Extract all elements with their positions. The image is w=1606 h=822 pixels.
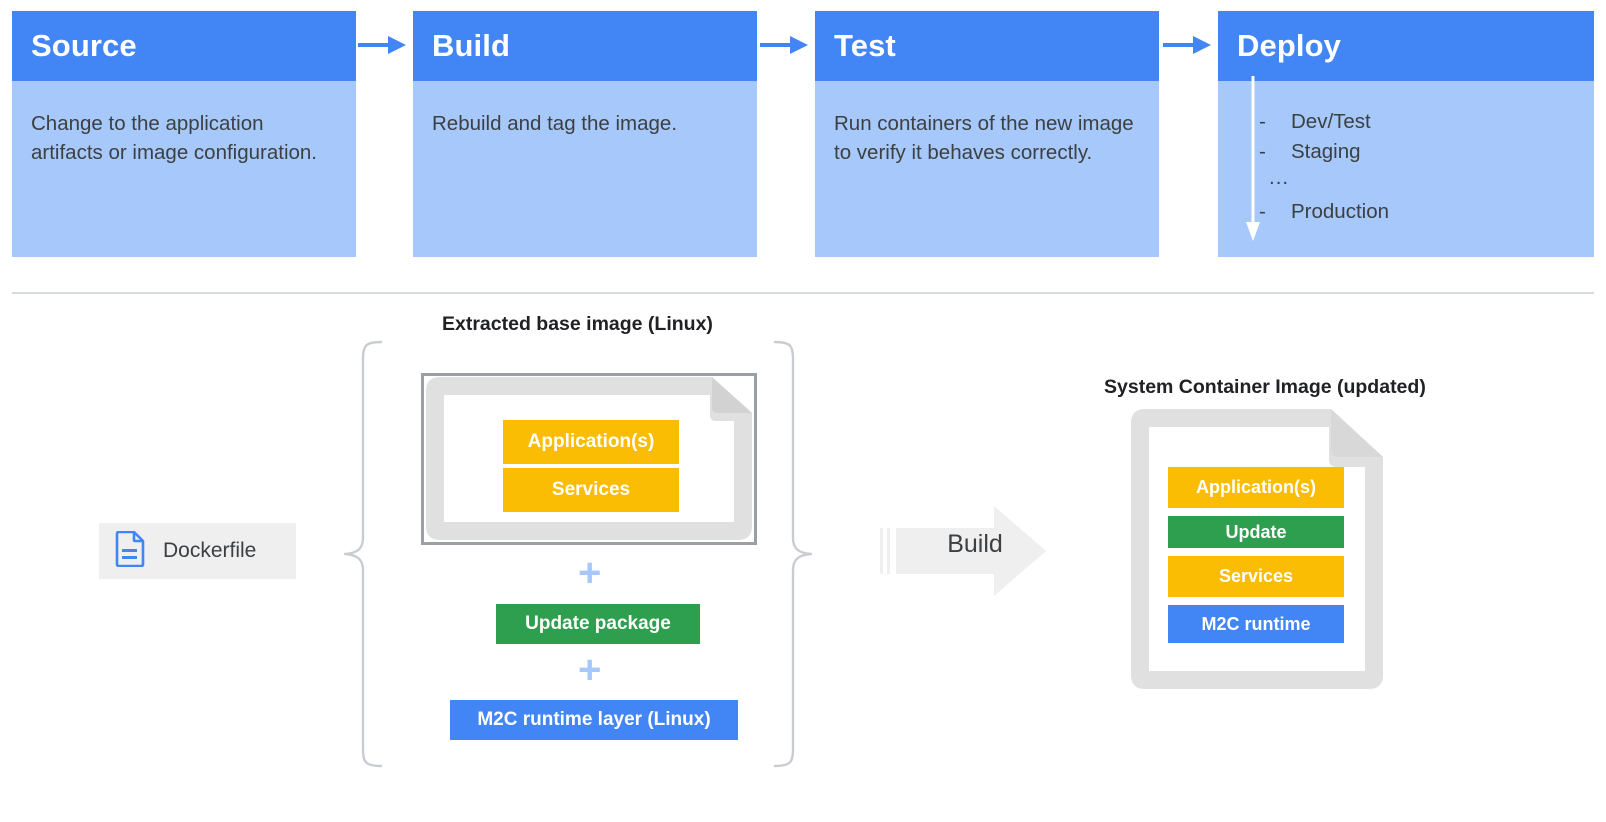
arrow-down-icon-deploy-progression (1242, 76, 1264, 242)
layer-label: Update (1225, 521, 1287, 542)
list-item: - Dev/Test (1237, 107, 1572, 137)
stage-card-deploy: Deploy - Dev/Test - Staging ... - Produc… (1218, 11, 1594, 257)
layer-label: Application(s) (1196, 477, 1316, 497)
list-dash: - (1259, 110, 1266, 133)
layer-services-base: Services (503, 468, 679, 512)
layer-m2c-runtime-system: M2C runtime (1168, 605, 1344, 643)
stage-description-build: Rebuild and tag the image. (432, 112, 678, 135)
stage-body-test: Run containers of the new image to verif… (815, 81, 1159, 257)
arrow-right-icon-source-to-build (358, 34, 408, 56)
brace-right-icon (773, 340, 813, 768)
stage-body-build: Rebuild and tag the image. (413, 81, 757, 257)
dockerfile-label: Dockerfile (163, 539, 257, 562)
list-dash: - (1259, 200, 1266, 223)
stage-title-deploy: Deploy (1237, 28, 1341, 63)
section-divider (12, 292, 1594, 294)
base-image-caption: Extracted base image (Linux) (442, 313, 713, 335)
stage-header-build: Build (413, 11, 757, 81)
stage-header-test: Test (815, 11, 1159, 81)
arrow-right-icon-test-to-deploy (1163, 34, 1213, 56)
stage-title-source: Source (31, 28, 137, 63)
list-item: - Staging (1237, 137, 1572, 167)
deploy-env-label: Dev/Test (1291, 110, 1371, 133)
deploy-env-label: Staging (1291, 140, 1361, 163)
plus-icon-2: + (578, 648, 602, 692)
system-image-document-icon (1131, 409, 1383, 689)
plus-icon-1: + (578, 551, 602, 595)
stage-card-test: Test Run containers of the new image to … (815, 11, 1159, 257)
stage-header-source: Source (12, 11, 356, 81)
stage-card-source: Source Change to the application artifac… (12, 11, 356, 257)
document-icon (115, 530, 145, 572)
brace-left-icon (343, 340, 383, 768)
list-dash: - (1259, 140, 1266, 163)
layer-applications-base: Application(s) (503, 420, 679, 464)
layer-applications-system: Application(s) (1168, 467, 1344, 508)
stage-title-test: Test (834, 28, 896, 63)
arrow-right-icon-build-to-test (760, 34, 810, 56)
layer-label: Services (1218, 566, 1294, 586)
stage-card-build: Build Rebuild and tag the image. (413, 11, 757, 257)
stage-description-test: Run containers of the new image to verif… (834, 112, 1134, 164)
deploy-env-label: Production (1291, 200, 1390, 223)
stage-header-deploy: Deploy (1218, 11, 1594, 81)
layer-update-system: Update (1168, 516, 1344, 548)
list-item: - Production (1237, 197, 1572, 227)
layer-label: M2C runtime layer (Linux) (477, 709, 711, 730)
deploy-environment-list: - Dev/Test - Staging ... - Production (1237, 81, 1572, 227)
layer-m2c-runtime: M2C runtime layer (Linux) (450, 700, 738, 740)
layer-label: Update package (525, 613, 671, 634)
layer-services-system: Services (1168, 556, 1344, 597)
build-block-arrow-icon (880, 500, 1048, 602)
dockerfile-chip: Dockerfile (99, 523, 296, 579)
system-image-caption: System Container Image (updated) (1104, 376, 1426, 398)
base-image-outer-frame (421, 373, 757, 545)
stage-body-deploy: - Dev/Test - Staging ... - Production (1218, 81, 1594, 257)
stage-title-build: Build (432, 28, 510, 63)
stage-body-source: Change to the application artifacts or i… (12, 81, 356, 257)
layer-label: M2C runtime (1201, 613, 1311, 634)
layer-label: Application(s) (527, 431, 655, 452)
build-arrow-label: Build (947, 530, 1003, 558)
deploy-ellipsis: ... (1269, 166, 1290, 189)
layer-update-package: Update package (496, 604, 700, 644)
layer-label: Services (551, 479, 631, 500)
stage-description-source: Change to the application artifacts or i… (31, 112, 317, 164)
